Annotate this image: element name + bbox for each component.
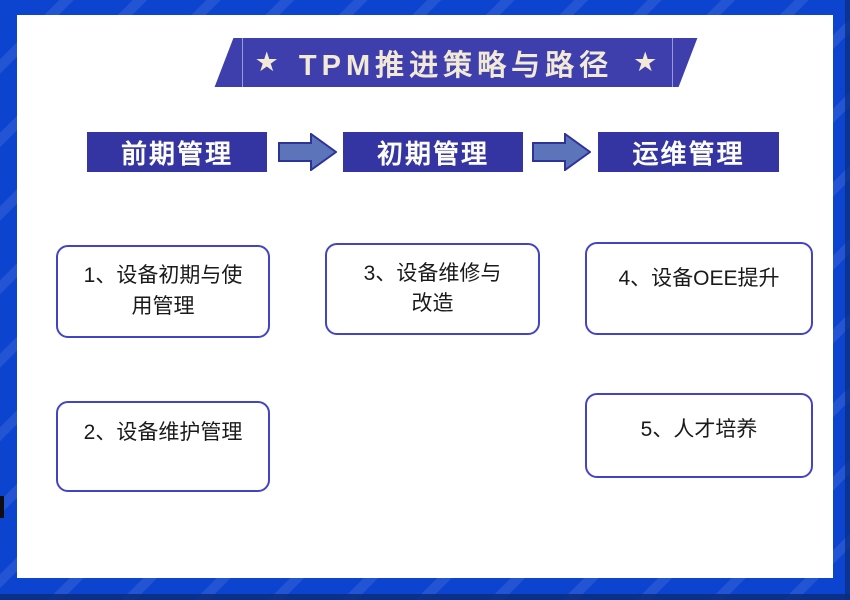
frame-right-edge	[845, 0, 850, 600]
item-card-4: 4、设备OEE提升	[585, 242, 813, 335]
stage-label: 初期管理	[376, 138, 489, 169]
stage-box-operations-management: 运维管理	[598, 132, 779, 172]
banner-divider-line-left	[242, 38, 243, 87]
item-card-5: 5、人才培养	[585, 393, 813, 478]
star-icon: ★	[254, 47, 279, 77]
star-icon: ★	[633, 47, 658, 77]
item-label: 5、人才培养	[640, 418, 758, 442]
stage-box-early-management: 前期管理	[87, 132, 267, 172]
frame-edge-mark	[0, 496, 4, 518]
item-label: 2、设备维护管理	[83, 421, 243, 445]
title-banner: ★ TPM推进策略与路径 ★	[214, 38, 698, 87]
item-label: 3、设备维修与 改造	[363, 261, 502, 315]
flow-arrow-icon	[278, 133, 337, 171]
banner-divider-line-right	[672, 38, 673, 87]
stage-box-initial-management: 初期管理	[343, 132, 523, 172]
item-card-3: 3、设备维修与 改造	[325, 243, 540, 335]
frame-bottom-edge	[0, 594, 850, 600]
page-title: TPM推进策略与路径	[298, 49, 614, 82]
stage-label: 运维管理	[632, 138, 745, 169]
flow-arrow-icon	[532, 133, 591, 171]
item-card-2: 2、设备维护管理	[56, 401, 270, 492]
title-banner-content: ★ TPM推进策略与路径 ★	[224, 38, 688, 87]
item-label: 4、设备OEE提升	[618, 267, 780, 291]
item-card-1: 1、设备初期与使 用管理	[56, 245, 270, 338]
item-label: 1、设备初期与使 用管理	[83, 264, 243, 318]
stage-label: 前期管理	[120, 138, 233, 169]
